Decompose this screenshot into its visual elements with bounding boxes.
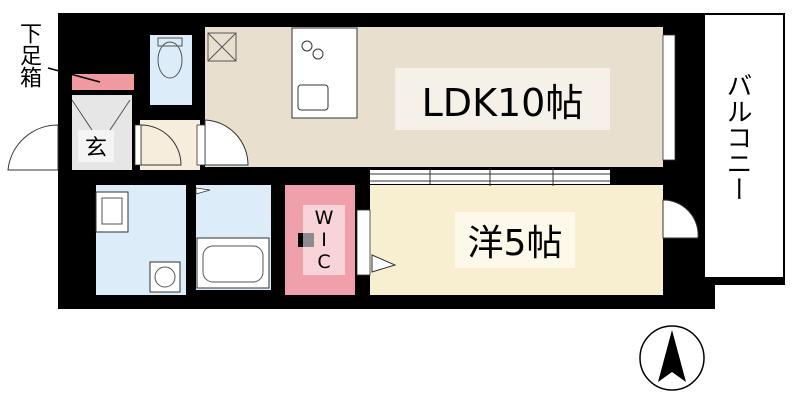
ldk-label-box: LDK10帖	[395, 68, 610, 130]
western-label: 洋5帖	[467, 223, 563, 264]
balcony-label: バルコニー	[722, 72, 752, 202]
ldk-label: LDK10帖	[421, 80, 584, 125]
genkan-label: 玄	[84, 136, 107, 161]
toilet-room	[150, 35, 192, 105]
western-label-box: 洋5帖	[455, 212, 575, 268]
shoe-storage-label: 下足箱	[16, 22, 41, 88]
wic-label-box: W I C	[303, 205, 345, 275]
genkan-label-box: 玄	[78, 130, 114, 162]
wic-label: W I C	[314, 207, 334, 273]
balcony	[705, 13, 785, 279]
